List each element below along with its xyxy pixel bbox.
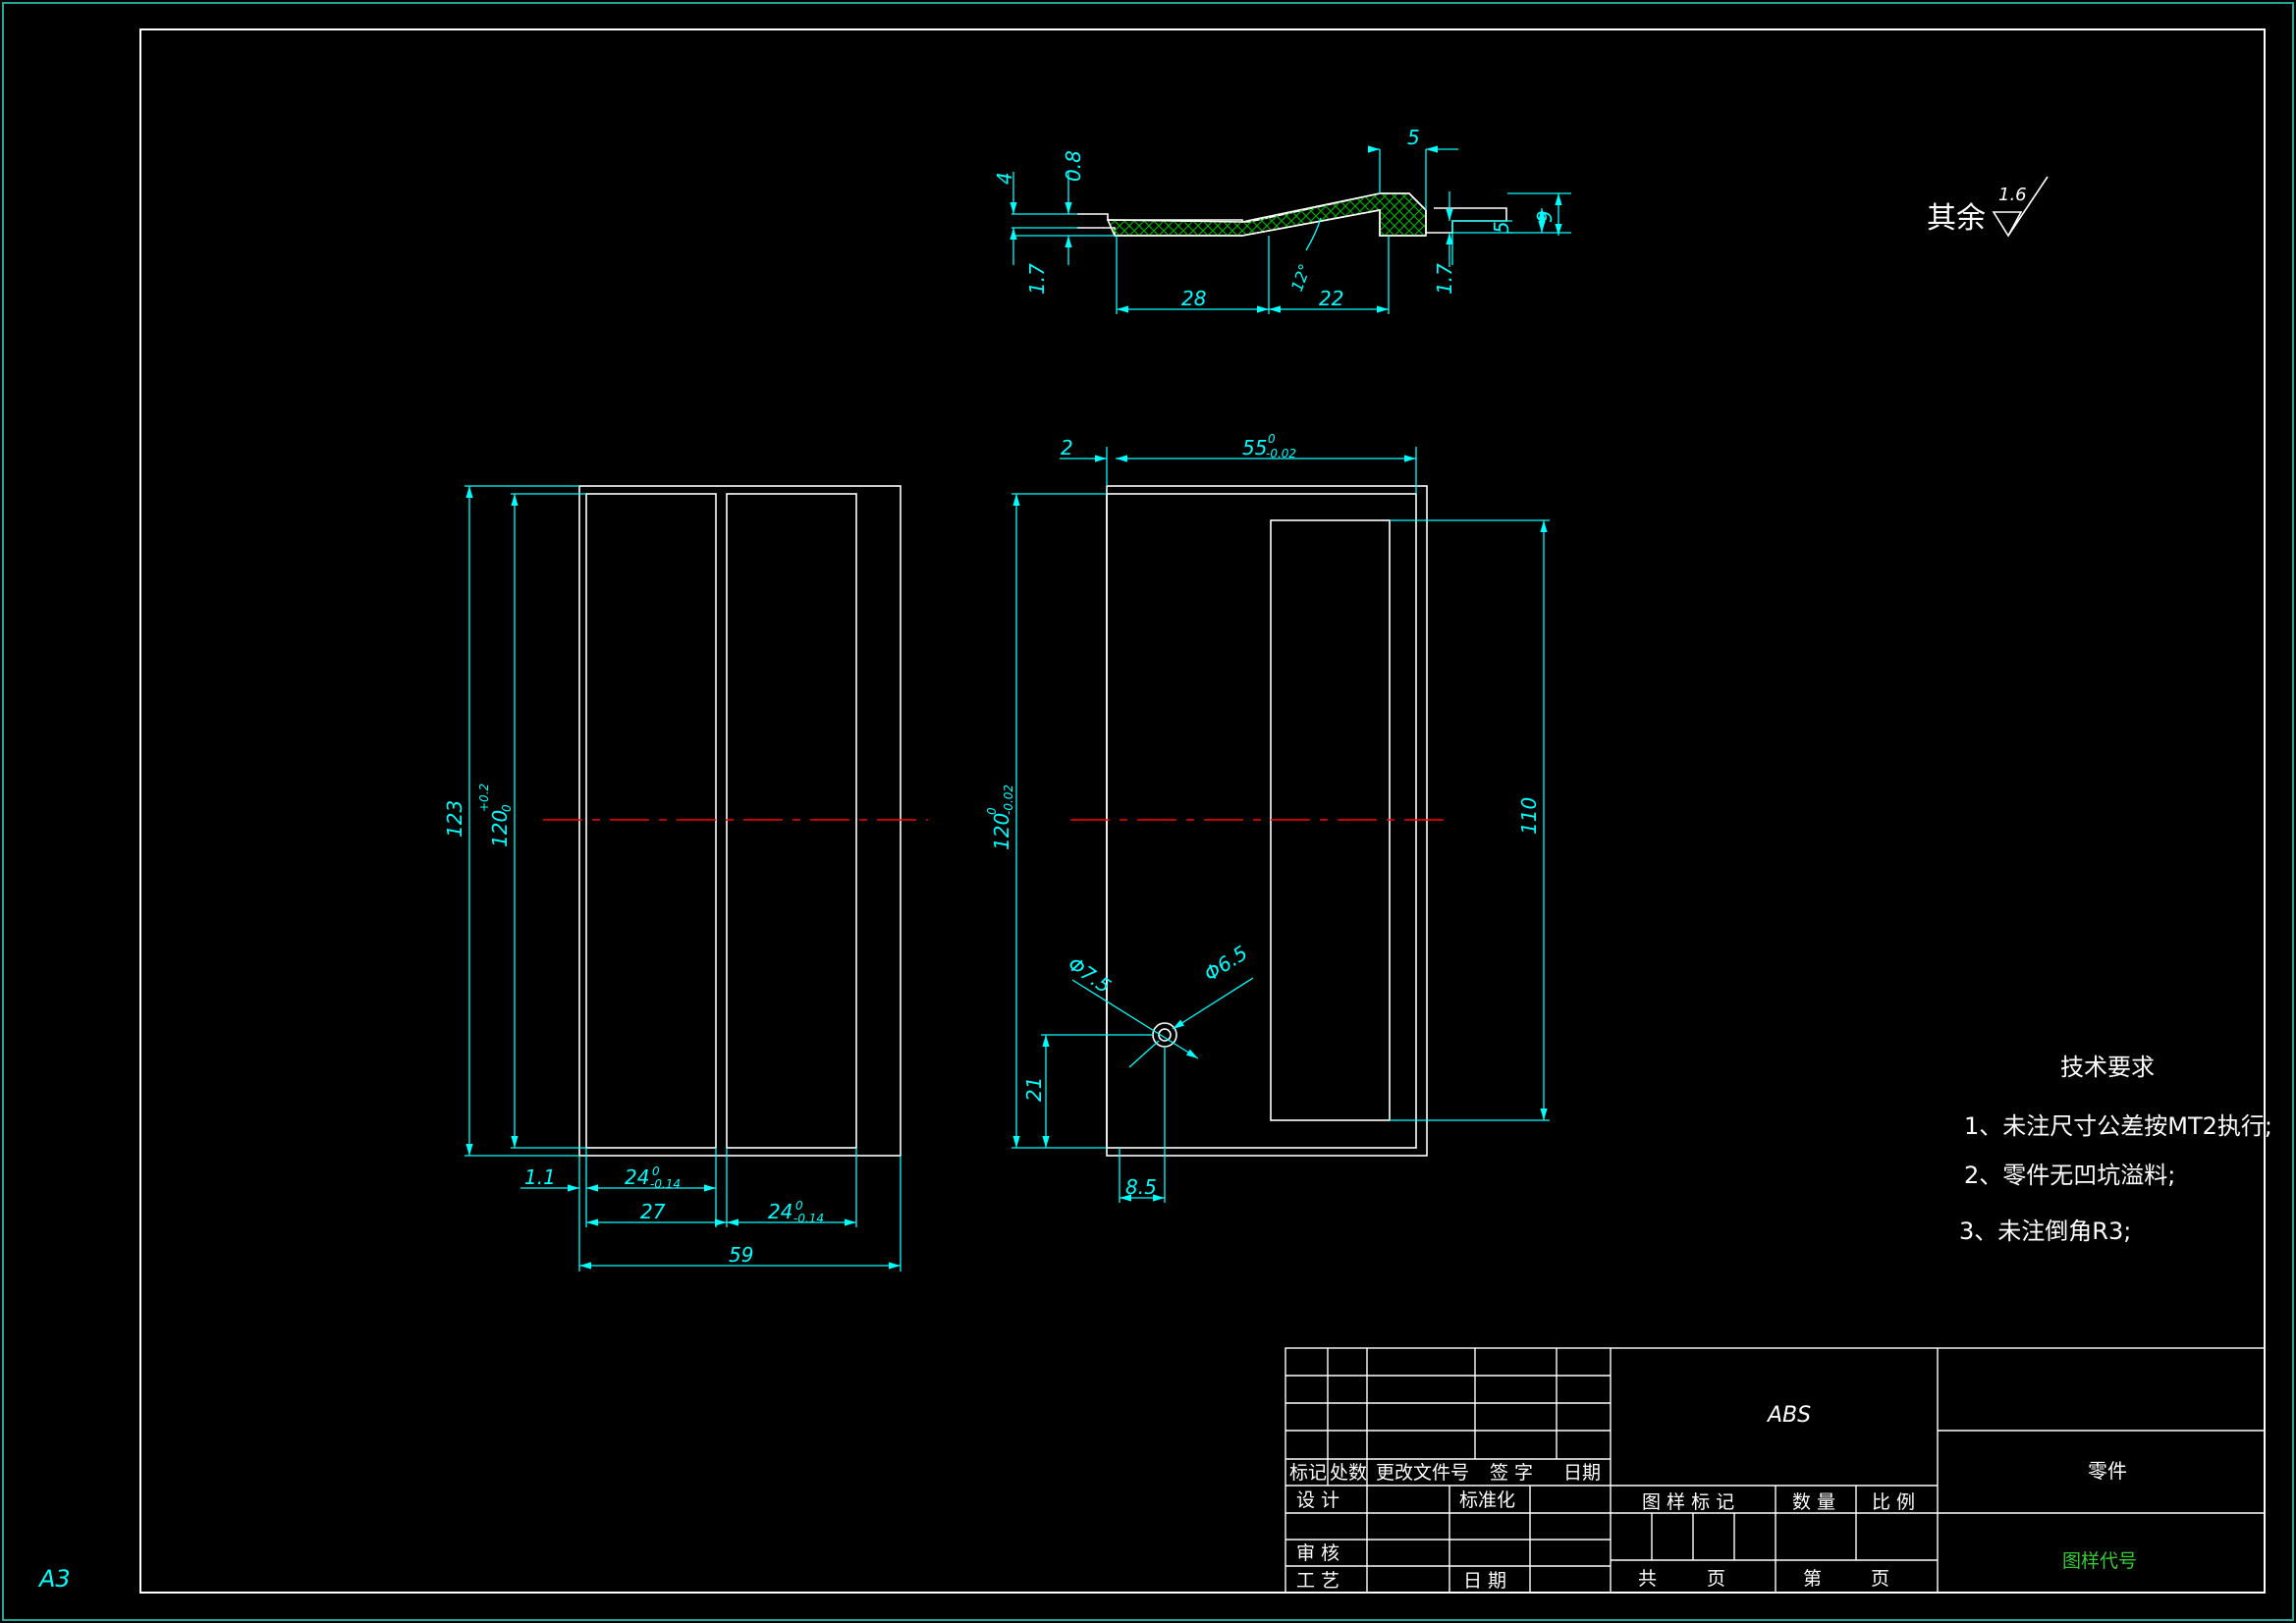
dim-120-left: 120 <box>488 810 512 847</box>
dim-55-tol-lower: -0.02 <box>1266 447 1296 460</box>
dim-27: 27 <box>640 1200 666 1223</box>
tb-sample-mark: 图 样 标 记 <box>1642 1491 1734 1513</box>
left-view <box>578 485 902 1157</box>
tech-req-item-2: 2、零件无凹坑溢料; <box>1964 1162 2175 1189</box>
tb-row-design: 设 计 <box>1296 1489 1339 1511</box>
left-slot-2 <box>726 493 857 1149</box>
dim-1-7-right: 1.7 <box>1433 263 1456 295</box>
dim-120-left-tol-upper: +0.2 <box>477 784 491 812</box>
tb-header-count: 处数 <box>1330 1462 1367 1484</box>
tb-header-change-doc: 更改文件号 <box>1376 1462 1469 1484</box>
dim-24-b-tol-lower: -0.14 <box>793 1212 824 1225</box>
left-dim-labels: 123 120 +0.2 0 1.1 24 0 -0.14 27 24 0 -0… <box>443 784 824 1267</box>
dim-24-a-tol-upper: 0 <box>652 1164 660 1178</box>
tb-header-date: 日期 <box>1563 1462 1601 1484</box>
dim-24-b-tol-upper: 0 <box>795 1199 803 1213</box>
surface-finish: 其余 1.6 <box>1927 176 2049 238</box>
title-block-text: 标记 处数 更改文件号 签 字 日期 设 计 标准化 审 核 工 艺 日 期 A… <box>1289 1403 2137 1592</box>
tb-page-a: 页 <box>1707 1568 1725 1590</box>
dim-120-front: 120 <box>990 813 1013 850</box>
dim-24-a-tol-lower: -0.14 <box>650 1177 681 1191</box>
dim-angle: 12° <box>1287 261 1315 294</box>
left-outer-rect <box>578 485 902 1157</box>
front-dimensions <box>1011 447 1550 1203</box>
tb-header-mark: 标记 <box>1289 1462 1327 1484</box>
dim-21: 21 <box>1022 1077 1046 1102</box>
dim-22: 22 <box>1319 287 1343 310</box>
tb-total: 共 <box>1638 1568 1657 1590</box>
front-outer-rect <box>1106 485 1428 1157</box>
tb-drawing-code: 图样代号 <box>2062 1550 2137 1572</box>
section-view <box>1077 192 1507 237</box>
left-dimensions <box>465 485 902 1271</box>
inner-frame <box>139 28 2266 1594</box>
dim-8-5: 8.5 <box>1125 1175 1157 1199</box>
tech-req-item-3: 3、未注倒角R3; <box>1959 1217 2131 1245</box>
tb-row-process: 工 艺 <box>1296 1570 1339 1592</box>
tb-material: ABS <box>1766 1403 1811 1428</box>
dim-0-8: 0.8 <box>1062 150 1085 182</box>
tech-req-title: 技术要求 <box>2060 1054 2155 1081</box>
dim-1-1: 1.1 <box>524 1165 556 1189</box>
tb-row-date: 日 期 <box>1463 1570 1506 1592</box>
tech-requirements: 技术要求 1、未注尺寸公差按MT2执行; 2、零件无凹坑溢料; 3、未注倒角R3… <box>1959 1054 2272 1245</box>
tb-row-standardize: 标准化 <box>1459 1489 1515 1511</box>
dim-24-a: 24 <box>625 1165 649 1189</box>
tb-part-name: 零件 <box>2088 1459 2127 1483</box>
tech-req-item-1: 1、未注尺寸公差按MT2执行; <box>1964 1112 2272 1140</box>
dim-110: 110 <box>1517 797 1541 835</box>
surface-finish-label: 其余 <box>1927 201 1986 236</box>
dim-9: 9 <box>1533 210 1557 223</box>
tb-sheet: 第 <box>1803 1568 1822 1590</box>
sheet-size-label: A3 <box>37 1565 71 1593</box>
dim-d6-5: Φ6.5 <box>1200 941 1252 986</box>
dim-28: 28 <box>1181 287 1206 310</box>
front-dim-labels: 2 55 0 -0.02 120 0 -0.02 110 Φ7.5 Φ6.5 2… <box>985 432 1541 1199</box>
dim-1-7-left: 1.7 <box>1025 263 1049 295</box>
dim-123: 123 <box>443 800 466 838</box>
tb-quantity: 数 量 <box>1792 1491 1835 1513</box>
front-view <box>1106 485 1428 1157</box>
dim-24-b: 24 <box>768 1200 793 1223</box>
section-dim-labels: 4 0.8 1.7 28 22 12° 5 5 9 1.7 <box>993 126 1557 310</box>
dim-2: 2 <box>1061 436 1073 460</box>
dim-5-top: 5 <box>1407 126 1420 149</box>
tb-scale: 比 例 <box>1872 1491 1915 1513</box>
dim-55: 55 <box>1242 436 1267 460</box>
roughness-icon <box>1992 176 2049 238</box>
title-block <box>1285 1347 2266 1594</box>
section-hatch <box>1106 192 1427 237</box>
section-dimensions <box>1010 145 1571 314</box>
tb-header-signature: 签 字 <box>1490 1462 1533 1484</box>
dim-120-front-tol-lower: -0.02 <box>1002 784 1015 815</box>
left-slot-1 <box>585 493 717 1149</box>
dim-120-left-tol-lower: 0 <box>500 804 514 812</box>
tb-page-b: 页 <box>1871 1568 1889 1590</box>
hole-inner <box>1158 1028 1172 1042</box>
dim-59: 59 <box>729 1243 753 1267</box>
dim-120-front-tol-upper: 0 <box>985 807 999 815</box>
front-inner-rect <box>1106 493 1417 1149</box>
dim-4: 4 <box>993 172 1016 185</box>
dim-5-right: 5 <box>1490 221 1513 234</box>
tb-row-review: 审 核 <box>1296 1542 1339 1564</box>
surface-finish-value: 1.6 <box>1998 185 2027 205</box>
dim-55-tol-upper: 0 <box>1268 432 1276 446</box>
